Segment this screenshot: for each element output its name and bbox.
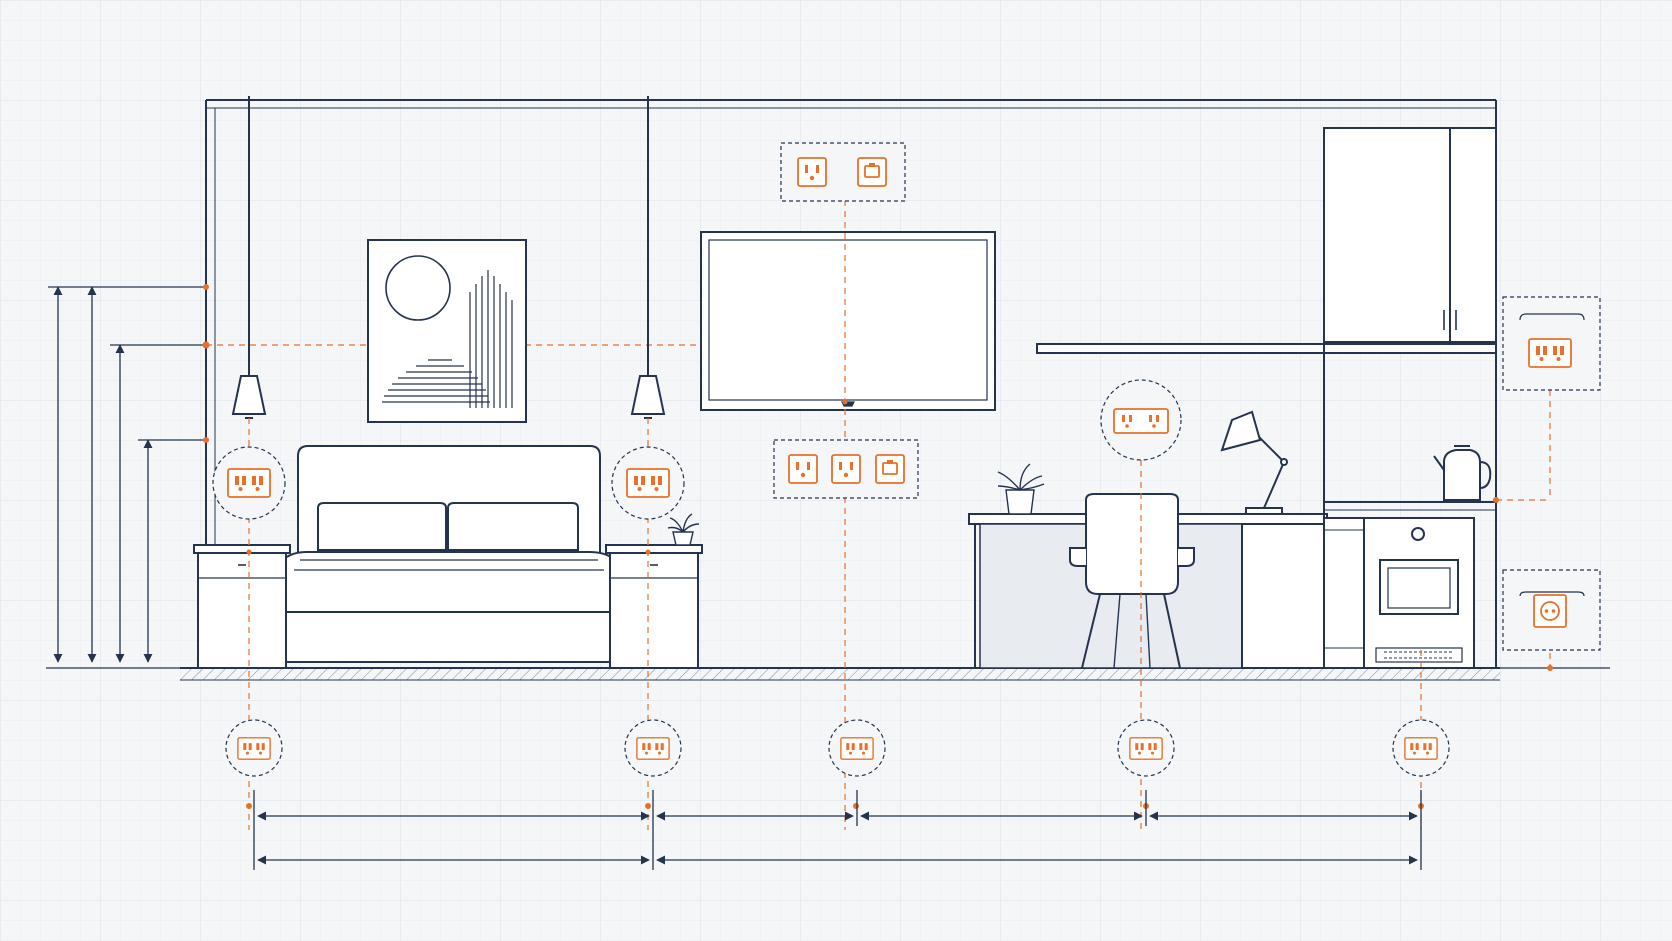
pillow-right — [447, 502, 579, 551]
power-outlet-icon — [237, 737, 271, 760]
floor-outlet-5 — [1392, 719, 1450, 777]
power-outlet-icon — [1528, 338, 1572, 368]
floor-outlet-2 — [624, 719, 682, 777]
oven-outlet — [1502, 569, 1601, 651]
power-outlet-icon — [1404, 737, 1438, 760]
wall-artwork — [367, 239, 527, 423]
power-outlet-icon — [1113, 408, 1169, 434]
floor-line — [180, 667, 1610, 681]
power-outlet-icon — [797, 157, 827, 187]
spacing-dimensions — [253, 790, 1422, 870]
floor-outlet-4 — [1117, 719, 1175, 777]
bedside-right-outlet — [611, 446, 685, 520]
power-outlet-icon — [788, 454, 818, 484]
power-outlet-icon — [227, 468, 271, 498]
desk-chair — [1069, 493, 1195, 669]
pendant-lamp-right — [630, 96, 666, 419]
data-outlet-icon — [875, 454, 905, 484]
wall-shelf — [1036, 343, 1497, 354]
height-marker-dots — [202, 284, 210, 443]
bed — [252, 445, 648, 668]
wiring-dots — [246, 399, 1553, 809]
bed-base — [271, 611, 623, 663]
data-outlet-icon — [857, 157, 887, 187]
kettle — [1433, 445, 1492, 501]
tv-upper-outlet-box — [780, 142, 906, 202]
nightstand-right — [605, 544, 703, 669]
desk-outlet — [1100, 379, 1182, 461]
floor-outlet-1 — [225, 719, 283, 777]
upper-cabinet — [1323, 127, 1497, 343]
pillow-left — [317, 502, 447, 551]
nightstand-plant — [667, 513, 700, 546]
bedside-left-outlet — [212, 446, 286, 520]
pendant-lamp-left — [231, 96, 267, 419]
television — [700, 231, 996, 411]
height-markers — [46, 286, 206, 669]
dishwasher — [1323, 517, 1365, 669]
power-outlet-icon — [626, 468, 670, 498]
tv-lower-outlet-box — [773, 439, 919, 499]
desk-lamp — [1220, 410, 1288, 515]
nightstand-left — [193, 544, 291, 669]
kitchen-counter-outlet — [1502, 296, 1601, 391]
power-outlet-icon — [636, 737, 670, 760]
power-outlet-icon — [831, 454, 861, 484]
power-outlet-icon — [1129, 737, 1163, 760]
floor-outlet-3 — [828, 719, 886, 777]
desk-plant — [997, 463, 1045, 515]
oven — [1363, 517, 1475, 669]
power-outlet-icon — [1533, 594, 1567, 628]
power-outlet-icon — [840, 737, 874, 760]
